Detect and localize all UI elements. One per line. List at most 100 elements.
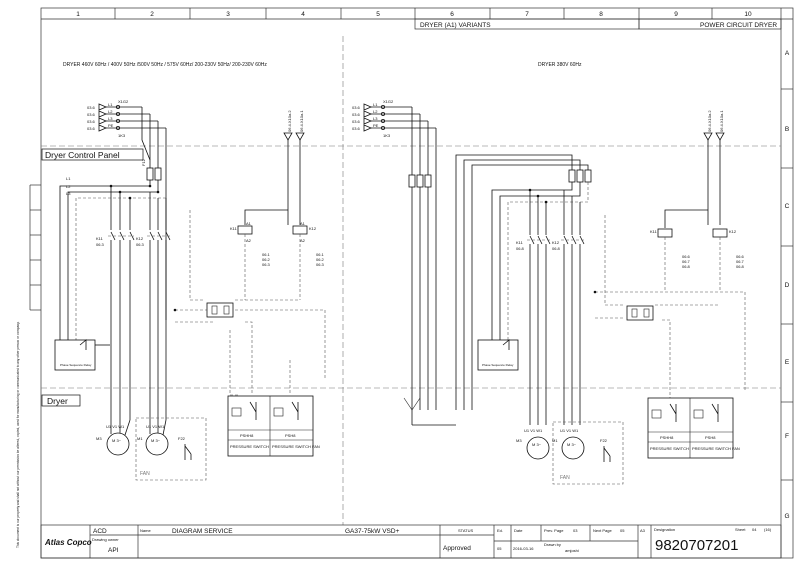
terminal-label: 1K3 [118, 133, 126, 138]
power-circuit-label: POWER CIRCUIT DRYER [700, 22, 777, 29]
row-letter: D [785, 282, 790, 289]
pressure-switch-name: PRESSURE SWITCH [650, 446, 689, 451]
left-phase-relay: Phase Sequence Relay [54, 339, 110, 371]
coil-contacts: 06.8 [736, 264, 745, 269]
right-motors: M 3~ M 3~ M3 M1 U1 V1 W1 U1 V1 W1 F22 FA… [403, 397, 624, 485]
coil-name: K12 [729, 229, 737, 234]
switch-name: F22 [600, 438, 608, 443]
relay-ref: 06.3 [136, 242, 145, 247]
motor-name: M3 [516, 438, 522, 443]
status-label: STATUS [458, 528, 474, 533]
fuse-ref: 06.4.X10a.1 [719, 110, 724, 132]
column-index: 1 2 3 4 5 6 7 8 9 10 [76, 8, 752, 19]
motor-type: M 3~ [532, 442, 542, 447]
svg-text:A2: A2 [246, 238, 252, 243]
motor-name: M1 [137, 436, 143, 441]
coil-contacts: 06.2 [316, 257, 325, 262]
relay-name: K12 [552, 240, 560, 245]
pressure-switch-code: PSH8 [705, 435, 716, 440]
company-code: ACD [93, 528, 107, 535]
fuse-ref: 06.4.X10a.2 [287, 110, 292, 132]
svg-text:U1 V1 W1: U1 V1 W1 [560, 428, 579, 433]
next-page-label: Next Page [593, 528, 612, 533]
status-value: Approved [443, 545, 471, 552]
right-pressure-switches: PSHH8 PSH8 PRESSURE SWITCH PRESSURE SWIT… [647, 397, 740, 459]
svg-text:L1: L1 [66, 176, 71, 181]
pressure-switch-code: PSH8 [285, 433, 296, 438]
right-phase-relay: Phase Sequence Relay [477, 339, 519, 371]
left-variant: 03.6 03.6 03.6 03.6 L1 L2 L3 PE X1G2 1K3 [54, 99, 326, 481]
coil-name: K11 [230, 226, 238, 231]
row-letter: F [785, 433, 789, 440]
input-ref: 03.6 [352, 119, 361, 124]
drawn-by-label: Drawn by [544, 542, 561, 547]
coil-name: K12 [309, 226, 317, 231]
input-name: L1 [108, 102, 113, 107]
input-name: L1 [373, 102, 378, 107]
column-number: 4 [301, 11, 305, 18]
svg-text:F12: F12 [141, 158, 146, 166]
coil-contacts: 06.2 [262, 257, 271, 262]
input-ref: 03.6 [352, 126, 361, 131]
input-name: L3 [373, 116, 378, 121]
sheet-value: 04 [752, 527, 757, 532]
row-index: A B C D E F G [781, 50, 793, 520]
pressure-switch-name: PRESSURE SWITCH [230, 444, 269, 449]
motor-type: M 3~ [151, 438, 161, 443]
fan-label: FAN [560, 475, 570, 481]
coil-contacts: 06.1 [316, 252, 325, 257]
right-phase-lines [408, 107, 592, 410]
relay-ref: 06.3 [96, 242, 105, 247]
input-arrow [98, 103, 108, 111]
coil-contacts: 06.1 [262, 252, 271, 257]
input-ref: 03.6 [87, 119, 96, 124]
control-panel-label: Dryer Control Panel [45, 150, 120, 160]
variants-label: DRYER (A1) VARIANTS [420, 22, 491, 29]
sheet-label: Sheet [735, 527, 746, 532]
motor-type: M 3~ [112, 438, 122, 443]
column-number: 9 [674, 11, 678, 18]
row-letter: G [784, 513, 789, 520]
svg-text:A1: A1 [300, 221, 306, 226]
left-pressure-switches: PSHH8 PSH8 PRESSURE SWITCH PRESSURE SWIT… [227, 395, 320, 457]
svg-text:L3: L3 [66, 191, 71, 196]
pressure-switch-code: PSHH8 [240, 433, 254, 438]
row-letter: A [785, 50, 790, 57]
column-number: 8 [599, 11, 603, 18]
svg-text:U1 V1 W1: U1 V1 W1 [524, 428, 543, 433]
input-name: PE [373, 123, 379, 128]
pressure-switch-name: PRESSURE SWITCH FAN [272, 444, 320, 449]
name-label: Name [140, 528, 151, 533]
title-block: Atlas Copco ACD Drawing owner API Name D… [40, 524, 782, 559]
terminal-label: 1K3 [383, 133, 391, 138]
input-name: L2 [373, 109, 378, 114]
date-value: 2016-03-16 [513, 546, 534, 551]
format-value: A3 [640, 528, 646, 533]
coil-contacts: 06.3 [316, 262, 325, 267]
fan-label: FAN [140, 471, 150, 477]
column-number: 5 [376, 11, 380, 18]
column-number: 7 [525, 11, 529, 18]
input-ref: 03.6 [87, 126, 96, 131]
drawing-owner: API [108, 547, 119, 554]
header-variant-boxes: DRYER (A1) VARIANTS POWER CIRCUIT DRYER [414, 18, 782, 30]
input-ref: 03.6 [87, 112, 96, 117]
switch-name: F22 [178, 436, 186, 441]
right-coils: 06.4.X10a.2 06.4.X10a.1 K11 K12 06.6 06.… [650, 110, 745, 290]
relay-name: K12 [136, 236, 144, 241]
drawing-name: DIAGRAM SERVICE [172, 528, 233, 535]
prev-page-value: 03 [573, 528, 578, 533]
motor-name: M1 [552, 438, 558, 443]
input-ref: 03.6 [352, 112, 361, 117]
column-number: 6 [450, 11, 454, 18]
coil-contacts: 06.6 [682, 254, 691, 259]
column-number: 1 [76, 11, 80, 18]
left-control-wiring [173, 210, 326, 396]
column-number: 10 [744, 11, 752, 18]
row-letter: B [785, 126, 789, 133]
designation-label: Designation [654, 527, 675, 532]
left-inputs: 03.6 03.6 03.6 03.6 L1 L2 L3 PE X1G2 1K3 [87, 99, 166, 138]
control-panel-label-box [41, 148, 144, 161]
drawing-owner-label: Drawing owner [92, 537, 119, 542]
